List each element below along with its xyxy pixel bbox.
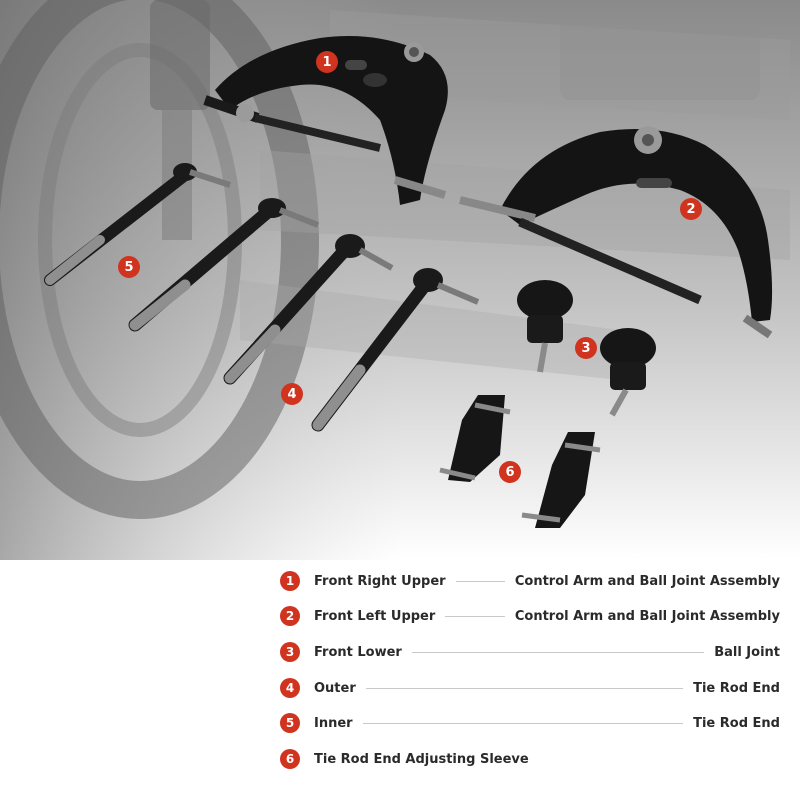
front-right-upper-control-arm (203, 36, 448, 205)
leader-line (411, 651, 705, 653)
legend-number: 2 (280, 606, 300, 626)
legend-part-type: Tie Rod End (693, 715, 780, 731)
legend-item: 3 Front Lower Ball Joint (280, 639, 780, 665)
legend-part-type: Tie Rod End (693, 680, 780, 696)
legend-item: 6 Tie Rod End Adjusting Sleeve (280, 746, 780, 772)
legend-item: 1 Front Right Upper Control Arm and Ball… (280, 568, 780, 594)
legend-item: 5 Inner Tie Rod End (280, 710, 780, 736)
badge-2: 2 (680, 198, 702, 220)
legend-part-position: Outer (314, 680, 356, 696)
legend-part-position: Inner (314, 715, 353, 731)
badge-6: 6 (499, 461, 521, 483)
badge-4: 4 (281, 383, 303, 405)
badge-3: 3 (575, 337, 597, 359)
legend-number: 1 (280, 571, 300, 591)
legend-part-position: Front Right Upper (314, 573, 446, 589)
legend-number: 3 (280, 642, 300, 662)
legend-item: 4 Outer Tie Rod End (280, 675, 780, 701)
badge-5: 5 (118, 256, 140, 278)
adjusting-sleeves (439, 395, 601, 528)
badge-1: 1 (316, 51, 338, 73)
front-left-upper-control-arm (459, 126, 773, 339)
legend-part-position: Tie Rod End Adjusting Sleeve (314, 751, 529, 767)
legend-part-type: Control Arm and Ball Joint Assembly (514, 573, 780, 589)
legend-part-position: Front Lower (314, 644, 402, 660)
legend-number: 6 (280, 749, 300, 769)
leader-line (362, 722, 684, 724)
inner-tie-rod-ends (44, 163, 320, 332)
legend-part-type: Control Arm and Ball Joint Assembly (514, 608, 780, 624)
outer-tie-rod-ends (223, 234, 480, 432)
leader-line (455, 580, 505, 582)
parts-photo (0, 0, 800, 560)
legend-part-position: Front Left Upper (314, 608, 436, 624)
legend-number: 5 (280, 713, 300, 733)
lower-ball-joints (517, 280, 656, 417)
leader-line (365, 687, 684, 689)
legend-part-type: Ball Joint (714, 644, 780, 660)
legend-number: 4 (280, 678, 300, 698)
legend-item: 2 Front Left Upper Control Arm and Ball … (280, 603, 780, 629)
leader-line (445, 615, 505, 617)
